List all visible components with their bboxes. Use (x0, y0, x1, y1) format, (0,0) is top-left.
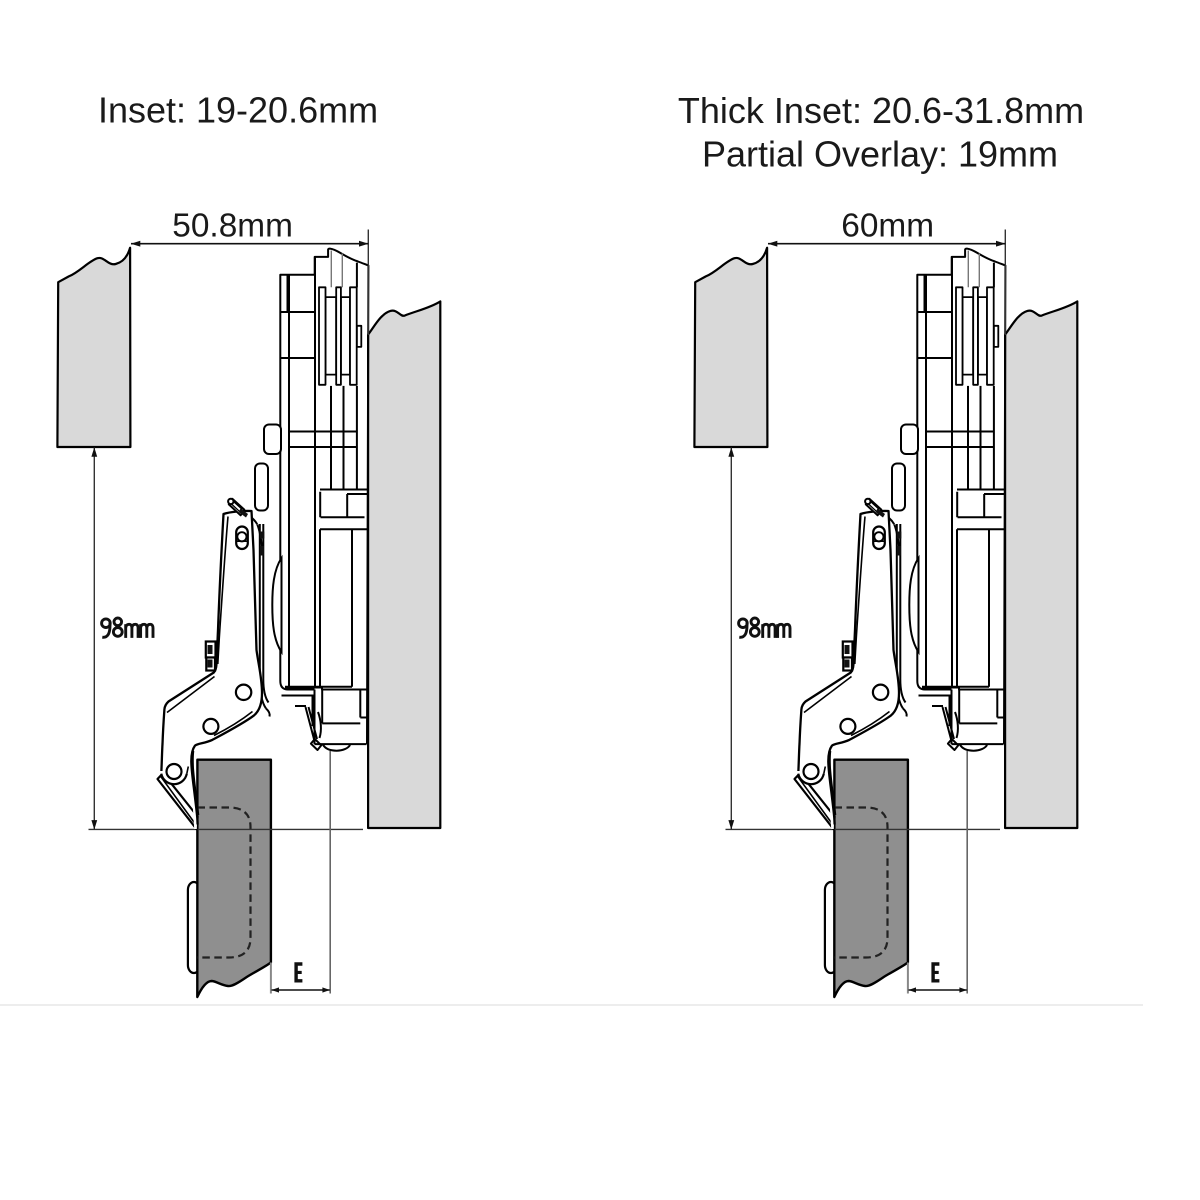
svg-text:Partial Overlay: 19mm: Partial Overlay: 19mm (702, 134, 1058, 175)
svg-text:Thick Inset: 20.6-31.8mm: Thick Inset: 20.6-31.8mm (678, 90, 1084, 131)
svg-text:50.8mm: 50.8mm (172, 208, 293, 245)
svg-text:60mm: 60mm (841, 208, 934, 245)
svg-text:Inset: 19-20.6mm: Inset: 19-20.6mm (98, 90, 378, 131)
